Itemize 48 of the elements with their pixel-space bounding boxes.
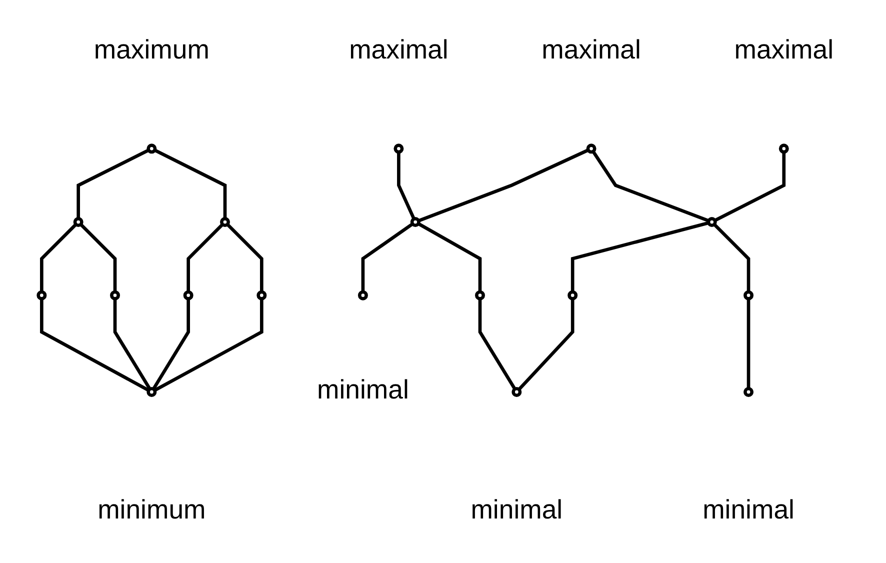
node-circle xyxy=(586,143,597,154)
connector xyxy=(713,222,751,292)
node-circle xyxy=(220,216,230,226)
node-circle xyxy=(475,290,486,300)
node-circle xyxy=(37,290,48,300)
node-circle xyxy=(410,216,421,226)
node-circle xyxy=(74,216,84,226)
node-label: minimal xyxy=(471,496,563,525)
connector xyxy=(418,148,590,222)
node-circle xyxy=(744,386,754,396)
connector xyxy=(571,220,710,292)
connector xyxy=(518,298,575,390)
node-label: maximal xyxy=(349,36,449,65)
connector xyxy=(714,152,786,222)
node-label: minimal xyxy=(317,376,410,405)
connector xyxy=(362,222,414,292)
node-label: minimum xyxy=(98,496,206,525)
connector xyxy=(187,222,224,292)
connector xyxy=(114,298,152,390)
node-circle xyxy=(707,216,718,226)
node-circle xyxy=(147,143,158,154)
node-circle xyxy=(568,290,578,300)
connector xyxy=(40,298,150,392)
connector xyxy=(80,222,118,292)
connector xyxy=(154,148,228,218)
node-circle xyxy=(147,386,158,396)
connector xyxy=(226,222,264,292)
connector xyxy=(77,148,150,218)
node-label: maximal xyxy=(542,36,642,65)
node-circle xyxy=(110,290,120,300)
node-circle xyxy=(744,290,754,300)
node-circle xyxy=(512,386,522,396)
node-label: maximum xyxy=(94,36,210,65)
connector xyxy=(747,298,751,388)
connector xyxy=(478,298,517,390)
connector xyxy=(152,298,190,390)
node-label: minimal xyxy=(702,496,795,525)
node-circle xyxy=(779,143,790,154)
node-circle xyxy=(257,290,268,300)
node-circle xyxy=(394,143,404,154)
connector xyxy=(397,152,416,220)
node-circle xyxy=(358,290,368,300)
node-label: maximal xyxy=(734,36,834,65)
connector xyxy=(154,298,264,392)
connector xyxy=(592,150,710,222)
node-circle xyxy=(184,290,194,300)
connector xyxy=(418,222,482,292)
connector xyxy=(40,222,78,292)
